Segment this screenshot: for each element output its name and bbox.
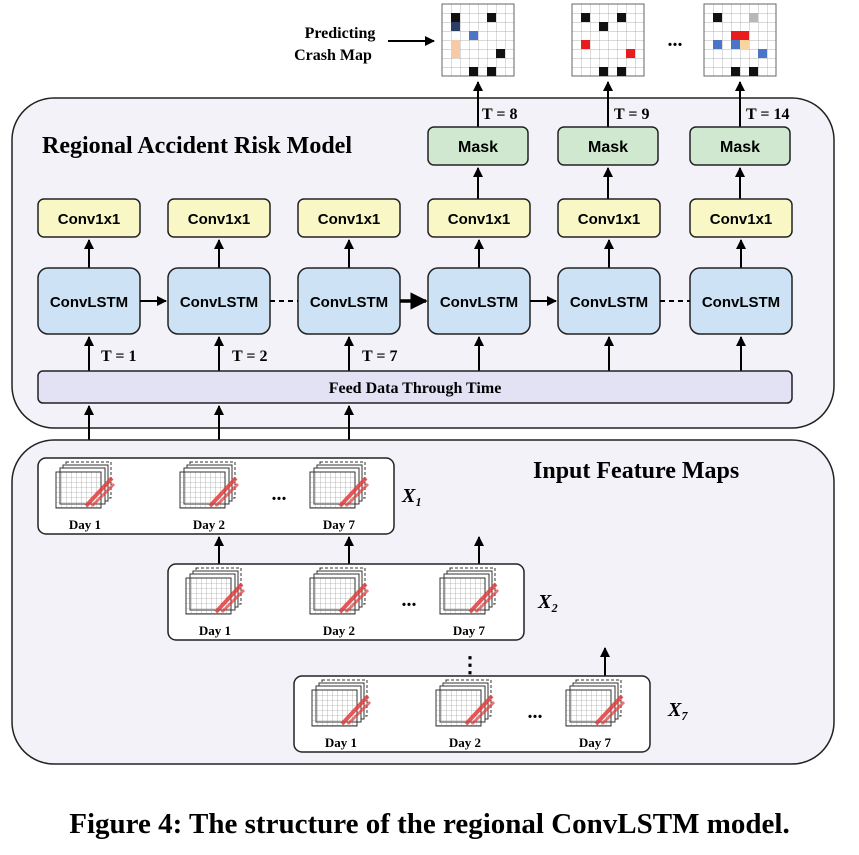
crash-map-label: Crash Map (294, 47, 372, 64)
svg-text:Conv1x1: Conv1x1 (578, 211, 641, 228)
ellipsis: ... (402, 589, 417, 611)
ellipsis: ... (528, 701, 543, 723)
svg-text:ConvLSTM: ConvLSTM (440, 294, 518, 311)
conv1x1-box: Conv1x1 (37, 198, 141, 238)
svg-text:ConvLSTM: ConvLSTM (702, 294, 780, 311)
time-label: T = 1 (101, 348, 137, 365)
conv1x1-box: Conv1x1 (297, 198, 401, 238)
time-label: T = 2 (232, 348, 268, 365)
svg-text:Conv1x1: Conv1x1 (710, 211, 773, 228)
ellipsis: ... (668, 29, 683, 51)
svg-text:Mask: Mask (588, 139, 628, 156)
input-title: Input Feature Maps (533, 458, 739, 484)
convlstm-box: ConvLSTM (689, 267, 793, 335)
time-label: T = 14 (746, 106, 790, 123)
convlstm-box: ConvLSTM (167, 267, 271, 335)
conv1x1-box: Conv1x1 (689, 198, 793, 238)
mask-box: Mask (427, 126, 529, 166)
day-label: Day 2 (323, 623, 355, 638)
convlstm-box: ConvLSTM (297, 267, 401, 335)
input-set-label: X₂ (537, 591, 558, 613)
convlstm-box: ConvLSTM (557, 267, 661, 335)
svg-text:ConvLSTM: ConvLSTM (570, 294, 648, 311)
model-title: Regional Accident Risk Model (42, 133, 352, 159)
crash-map-label: Predicting (305, 25, 376, 42)
time-label: T = 8 (482, 106, 518, 123)
day-label: Day 1 (69, 517, 101, 532)
day-label: Day 2 (193, 517, 225, 532)
svg-text:ConvLSTM: ConvLSTM (50, 294, 128, 311)
figure-caption: Figure 4: The structure of the regional … (69, 808, 790, 840)
svg-text:ConvLSTM: ConvLSTM (180, 294, 258, 311)
mask-box: Mask (689, 126, 791, 166)
svg-text:Conv1x1: Conv1x1 (318, 211, 381, 228)
day-label: Day 1 (199, 623, 231, 638)
crash-map (703, 3, 777, 77)
conv1x1-box: Conv1x1 (167, 198, 271, 238)
day-label: Day 7 (323, 517, 356, 532)
svg-text:ConvLSTM: ConvLSTM (310, 294, 388, 311)
feed-data-bar: Feed Data Through Time (37, 370, 793, 404)
time-label: T = 9 (614, 106, 650, 123)
svg-text:Feed Data Through Time: Feed Data Through Time (329, 380, 502, 397)
vertical-ellipsis: ⋮ (459, 652, 481, 677)
conv1x1-box: Conv1x1 (557, 198, 661, 238)
day-label: Day 7 (579, 735, 612, 750)
input-set-label: X₇ (667, 699, 688, 721)
day-label: Day 1 (325, 735, 357, 750)
svg-text:Conv1x1: Conv1x1 (188, 211, 251, 228)
crash-map (571, 3, 645, 77)
day-label: Day 7 (453, 623, 486, 638)
svg-text:Mask: Mask (458, 139, 498, 156)
ellipsis: ... (272, 483, 287, 505)
convlstm-box: ConvLSTM (427, 267, 531, 335)
mask-box: Mask (557, 126, 659, 166)
input-set-label: X₁ (401, 485, 422, 507)
convlstm-diagram: Predicting Crash Map ... (11, 3, 835, 765)
svg-text:Mask: Mask (720, 139, 760, 156)
convlstm-box: ConvLSTM (37, 267, 141, 335)
conv1x1-box: Conv1x1 (427, 198, 531, 238)
svg-text:Conv1x1: Conv1x1 (448, 211, 511, 228)
svg-text:Conv1x1: Conv1x1 (58, 211, 121, 228)
day-label: Day 2 (449, 735, 481, 750)
crash-map (441, 3, 515, 77)
time-label: T = 7 (362, 348, 398, 365)
